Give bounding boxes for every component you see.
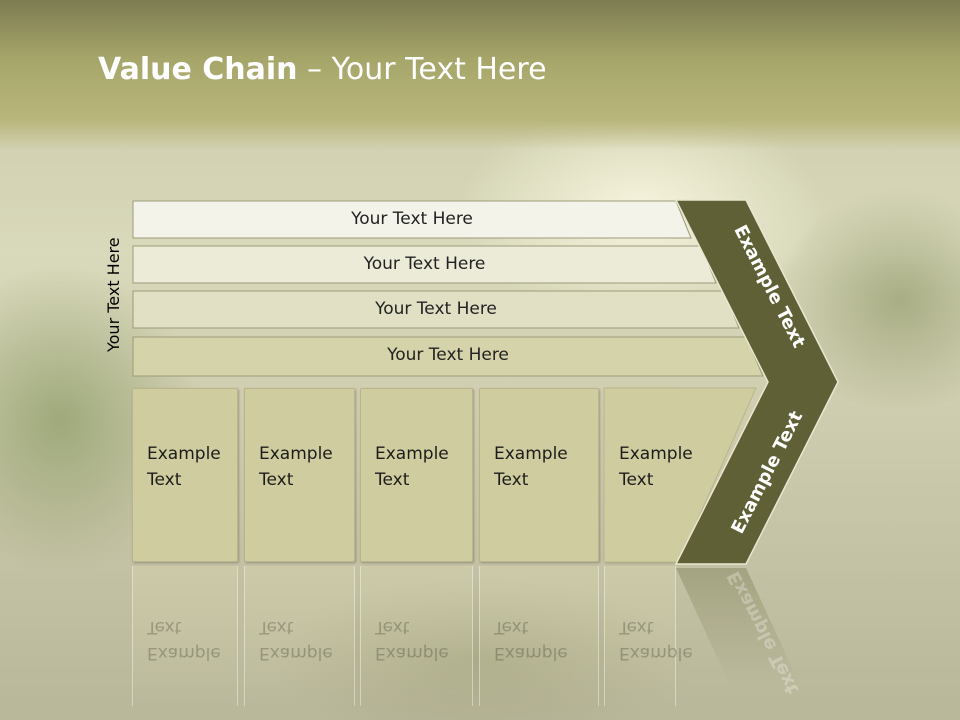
primary-box-5-label: Example Text [619,444,693,490]
support-bar-4-label: Your Text Here [387,345,509,365]
primary-box-1-label: Example Text [147,444,221,490]
support-bar-3-label: Your Text Here [375,299,497,319]
title-band [0,0,960,150]
reflection-5: Example Text [604,566,693,706]
primary-box-2-label: Example Text [259,444,333,490]
support-bar-2-label: Your Text Here [363,254,486,274]
support-bar-2: Your Text Here [132,245,717,284]
primary-box-3-label: Example Text [375,444,449,490]
primary-box-2: Example Text [244,388,355,562]
reflection-2-label: Example Text [259,617,333,663]
primary-box-5: Example Text [603,387,757,563]
support-bar-1: Your Text Here [132,200,692,239]
reflection-3-label: Example Text [375,617,449,663]
primary-box-1: Example Text [132,388,238,562]
reflection-3: Example Text [360,566,473,706]
margin-chevron [674,199,839,685]
primary-box-4: Example Text [479,388,599,562]
support-bar-1-label: Your Text Here [351,209,473,229]
title-rest: – Your Text Here [297,52,547,87]
slide-title: Value Chain – Your Text Here [98,52,547,87]
title-bold: Value Chain [98,52,298,87]
primary-box-3: Example Text [360,388,473,562]
primary-box-4-label: Example Text [494,444,568,490]
reflection-4-label: Example Text [494,617,568,663]
reflection-4: Example Text [479,566,599,706]
vertical-side-label: Your Text Here [104,237,123,352]
reflection-2: Example Text [244,566,355,706]
support-bar-4: Your Text Here [132,336,764,377]
support-bar-3: Your Text Here [132,290,740,329]
reflection-1: Example Text [132,566,238,706]
reflection-1-label: Example Text [147,617,221,663]
